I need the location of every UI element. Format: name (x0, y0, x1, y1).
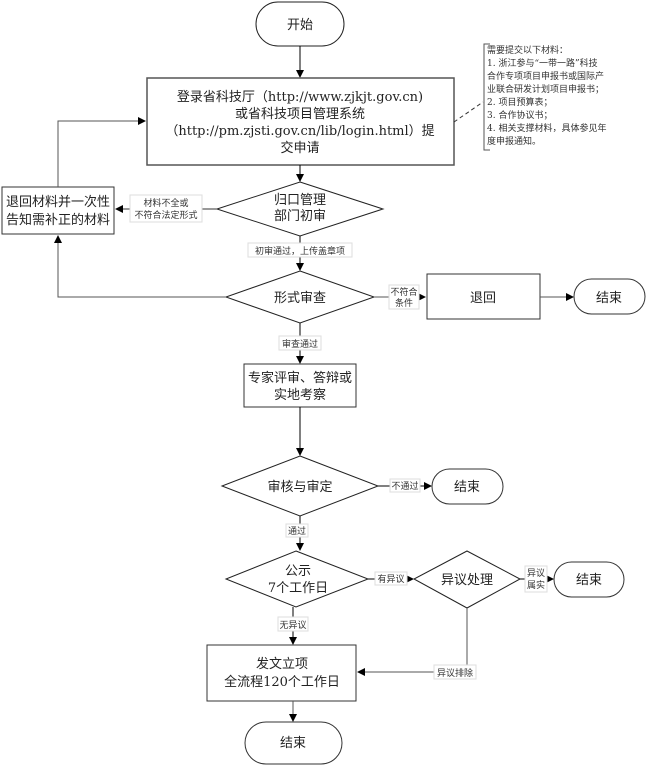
label-incomplete-2: 不符合法定形式 (134, 209, 197, 221)
label-objection-cleared-bg (433, 664, 477, 680)
audit-label: 审核与审定 (267, 480, 332, 495)
submit-line-1: 登录省科技厅（http://www.zjkjt.gov.cn) (177, 90, 423, 105)
note-line: 合作专项项目申报书或国际产 (487, 70, 604, 82)
label-incomplete-1: 材料不全或 (143, 197, 188, 209)
approve-line-1: 发文立项 (256, 656, 308, 672)
note-line: 需要提交以下材料： (487, 44, 568, 56)
label-audit-fail: 不通过 (391, 480, 418, 492)
audit-node: 审核与审定 (220, 455, 380, 517)
end-audit-node: 结束 (431, 468, 504, 505)
start-label: 开始 (287, 18, 313, 33)
note-text: 需要提交以下材料： 1. 浙江参与“一带一路”科技 合作专项项目申报书或国际产 … (487, 44, 606, 147)
end-objection-node: 结束 (553, 561, 625, 598)
label-objection-valid-2: 属实 (527, 579, 545, 591)
label-initial-pass: 初审通过，上传盖章项 (255, 245, 345, 257)
note-line: 3. 合作协议书； (487, 109, 552, 121)
reject-label: 退回 (470, 291, 496, 306)
label-audit-fail-bg (389, 478, 421, 493)
form-review-label: 形式审查 (274, 291, 326, 306)
label-review-pass: 审查通过 (282, 338, 318, 350)
initial-review-node: 归口管理 部门初审 (215, 181, 385, 237)
label-not-meet-1: 不符合 (390, 286, 417, 298)
end-final-label: 结束 (280, 736, 306, 751)
label-objection-cleared: 异议排除 (437, 667, 473, 679)
approve-node: 发文立项 全流程120个工作日 (206, 644, 357, 702)
edge-return-submit (57, 117, 146, 187)
label-initial-pass-bg (247, 242, 353, 258)
publicity-line-2: 7个工作日 (268, 581, 328, 596)
end-objection-label: 结束 (576, 573, 602, 588)
return-materials-node: 退回材料并一次性 告知需补正的材料 (1, 186, 115, 235)
label-review-pass-bg (278, 335, 322, 351)
note-line: 度申报通知。 (487, 135, 541, 147)
label-has-objection-bg (374, 571, 408, 586)
label-not-meet-bg (388, 284, 420, 310)
form-review-node: 形式审查 (224, 270, 376, 324)
end-reject-node: 结束 (573, 278, 646, 315)
note-line: 1. 浙江参与“一带一路”科技 (487, 57, 598, 69)
note-connector (453, 101, 484, 123)
label-audit-pass-bg (285, 523, 309, 538)
edge-form-return (54, 235, 226, 298)
submit-line-3: （http://pm.zjsti.gov.cn/lib/login.html）提 (165, 123, 434, 139)
objection-node: 异议处理 (412, 550, 522, 609)
start-node: 开始 (255, 1, 345, 47)
return-materials-line-2: 告知需补正的材料 (6, 212, 110, 228)
return-materials-line-1: 退回材料并一次性 (6, 194, 110, 210)
initial-review-line-2: 部门初审 (274, 209, 326, 224)
objection-label: 异议处理 (441, 573, 493, 588)
end-final-node: 结束 (244, 721, 343, 765)
submit-line-2: 或省科技项目管理系统 (235, 107, 365, 122)
note-line: 4. 相关支撑材料，具体参见年 (487, 122, 606, 134)
label-not-meet-2: 条件 (395, 297, 413, 309)
approve-line-2: 全流程120个工作日 (224, 674, 340, 690)
submit-line-4: 交申请 (280, 140, 319, 156)
note-line: 业联合研发计划项目申报书； (487, 83, 604, 95)
label-objection-valid-bg (524, 565, 548, 593)
note-bracket (483, 43, 490, 151)
publicity-line-1: 公示 (285, 564, 311, 579)
initial-review-line-1: 归口管理 (274, 193, 326, 208)
submit-node: 登录省科技厅（http://www.zjkjt.gov.cn) 或省科技项目管理… (146, 77, 455, 166)
label-has-objection: 有异议 (377, 573, 404, 585)
end-reject-label: 结束 (596, 291, 622, 306)
end-audit-label: 结束 (454, 480, 480, 495)
reject-node: 退回 (426, 273, 541, 320)
edge-objection-approve (357, 608, 468, 676)
publicity-node: 公示 7个工作日 (224, 550, 370, 608)
label-audit-pass: 通过 (288, 525, 306, 537)
label-objection-valid-1: 异议 (527, 568, 545, 579)
expert-review-line-1: 专家评审、答辩或 (248, 370, 352, 386)
note-line: 2. 项目预算表； (487, 96, 552, 108)
label-no-objection: 无异议 (279, 620, 306, 631)
expert-review-node: 专家评审、答辩或 实地考察 (243, 363, 357, 408)
expert-review-line-2: 实地考察 (274, 388, 326, 403)
label-incomplete-bg (129, 194, 203, 223)
label-no-objection-bg (277, 616, 309, 632)
